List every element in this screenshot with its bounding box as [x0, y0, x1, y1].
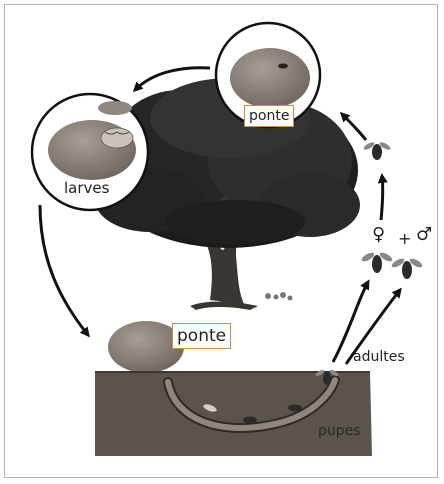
label-ponte-ground: ponte: [172, 323, 231, 349]
tree-icon: [95, 78, 360, 310]
fly-icon: [363, 141, 392, 160]
fruit-icon: [48, 120, 136, 180]
label-adultes: adultes: [353, 349, 405, 365]
fly-icon: [360, 251, 393, 273]
soil: [95, 372, 372, 456]
label-larves: larves: [64, 179, 109, 197]
label-ponte-top: ponte: [244, 105, 294, 127]
fruit-icon: [98, 101, 132, 115]
fruit-icon: [230, 48, 310, 108]
male-symbol: ♂: [416, 224, 432, 245]
plus-sign: +: [398, 229, 411, 248]
fly-icon: [390, 257, 423, 279]
label-pupes: pupes: [318, 423, 361, 439]
fly-icon: [278, 64, 288, 69]
female-symbol: ♀: [372, 224, 385, 245]
